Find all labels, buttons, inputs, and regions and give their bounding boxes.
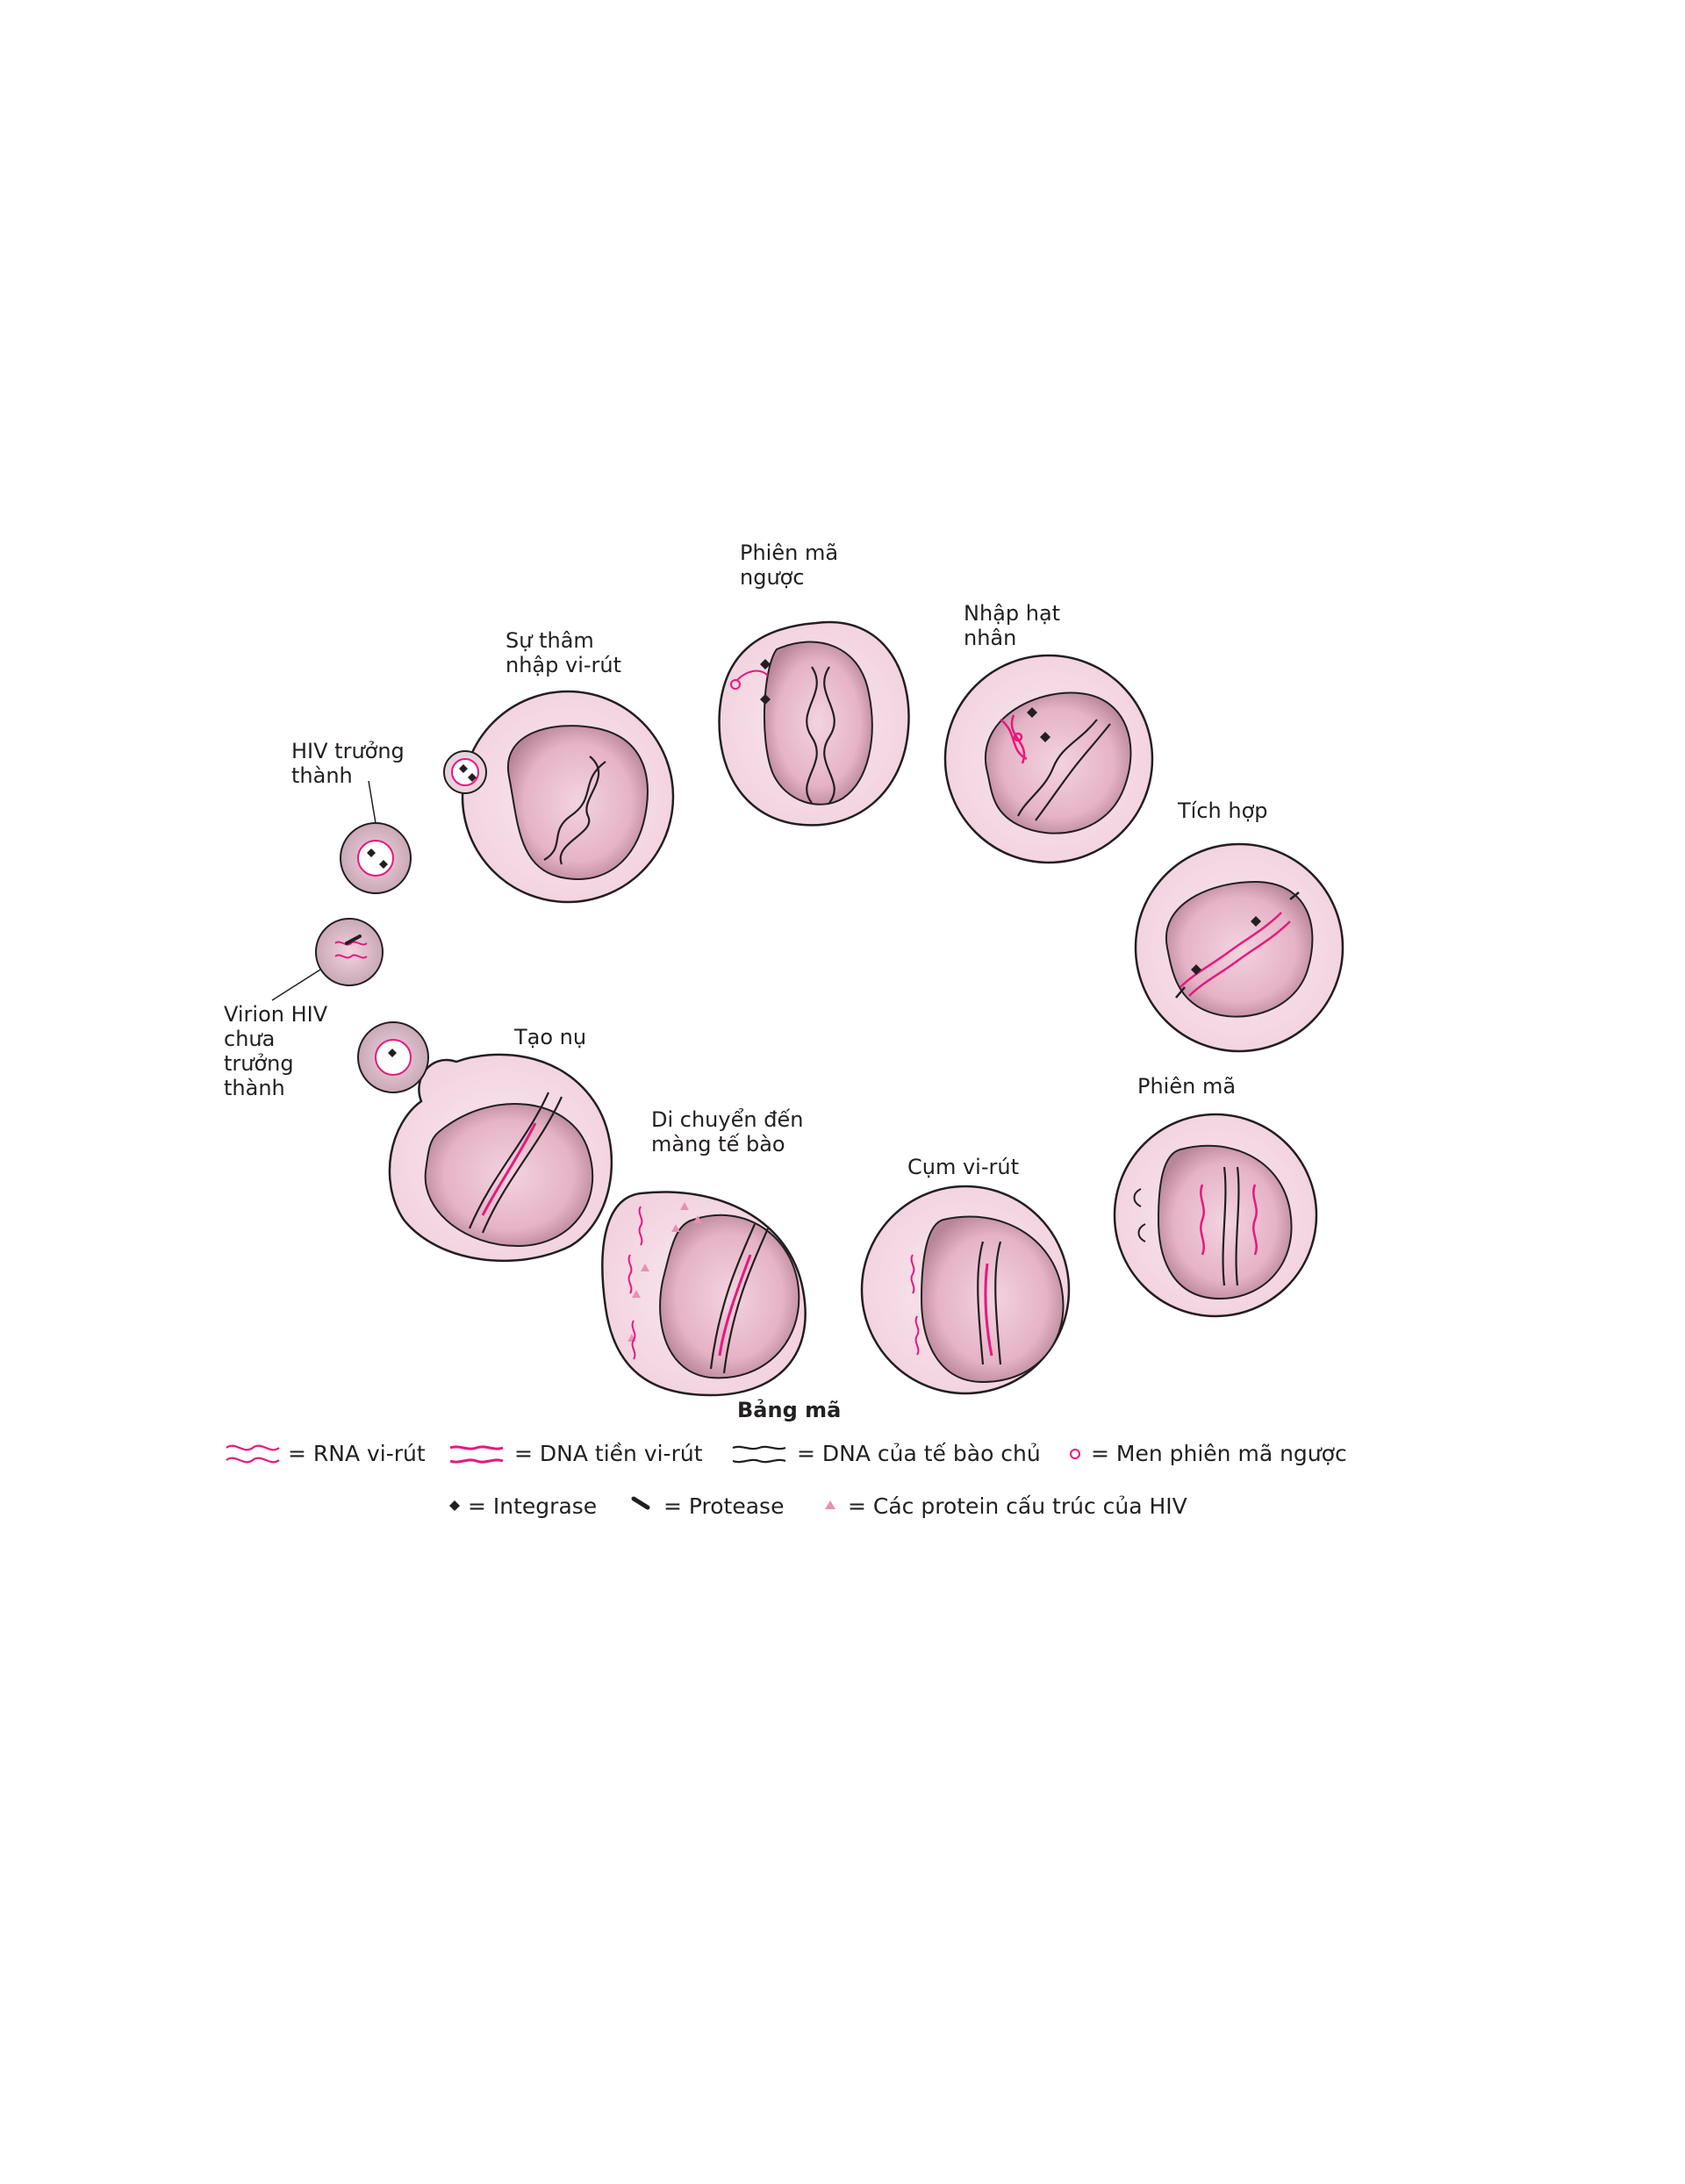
label-mature-hiv: HIV trưởng thành <box>291 739 405 788</box>
legend-item-host-dna: = DNA của tế bào chủ <box>797 1441 1041 1466</box>
cell-integration <box>1134 842 1344 1053</box>
viral-rna-transport <box>627 1206 643 1360</box>
label-integration: Tích hợp <box>1178 798 1268 823</box>
protease-icon <box>631 1496 650 1510</box>
immature-hiv-virion <box>315 918 384 986</box>
leader-immature <box>271 969 321 1001</box>
label-reverse-transcription: Phiên mã ngược <box>740 541 839 590</box>
label-budding: Tạo nụ <box>514 1025 587 1049</box>
host-dna-entry <box>543 755 606 865</box>
proviral-dna-budding <box>481 1122 537 1216</box>
legend-item-protease: = Protease <box>663 1493 785 1519</box>
label-entry: Sự thâm nhập vi-rút <box>506 628 622 677</box>
integrase-icon <box>449 1500 460 1511</box>
cell-transcription <box>1113 1113 1318 1318</box>
cell-reverse-transcription <box>718 620 910 827</box>
host-dna-icon <box>732 1445 786 1464</box>
proviral-dna-import <box>1000 714 1028 764</box>
label-transport: Di chuyển đến màng tế bào <box>651 1107 804 1156</box>
viral-rna-assembly <box>910 1254 920 1356</box>
leader-mature <box>368 780 376 824</box>
legend-item-rna: = RNA vi-rút <box>288 1441 426 1466</box>
reverse-transcriptase-icon <box>1070 1449 1080 1459</box>
label-immature-virion: Virion HIV chưa trưởng thành <box>224 1002 328 1100</box>
integrated-dna <box>1175 892 1300 999</box>
label-nuclear-import: Nhập hạt nhân <box>964 601 1061 650</box>
host-dna-rt <box>806 666 835 804</box>
legend-item-proviral-dna: = DNA tiền vi-rút <box>514 1441 703 1466</box>
structural-protein-icon <box>825 1500 835 1509</box>
legend-title: Bảng mã <box>737 1398 842 1422</box>
rna-wave-icon <box>226 1444 280 1464</box>
cell-assembly <box>860 1185 1071 1395</box>
cell-nuclear-import <box>943 654 1154 864</box>
legend-item-integrase: = Integrase <box>468 1493 598 1519</box>
label-transcription: Phiên mã <box>1137 1074 1237 1099</box>
legend-item-structural-proteins: = Các protein cấu trúc của HIV <box>848 1493 1187 1519</box>
cell-transport <box>601 1191 807 1397</box>
viral-rna-transcription <box>1200 1184 1258 1256</box>
rt-complex <box>730 659 771 705</box>
cell-budding <box>357 1021 613 1263</box>
proviral-dna-transport <box>718 1254 752 1357</box>
proviral-dna-icon <box>449 1445 504 1464</box>
legend-item-reverse-transcriptase: = Men phiên mã ngược <box>1091 1441 1347 1466</box>
label-assembly: Cụm vi-rút <box>907 1155 1019 1179</box>
cell-entry <box>443 690 675 904</box>
mature-hiv-virion <box>340 822 412 894</box>
